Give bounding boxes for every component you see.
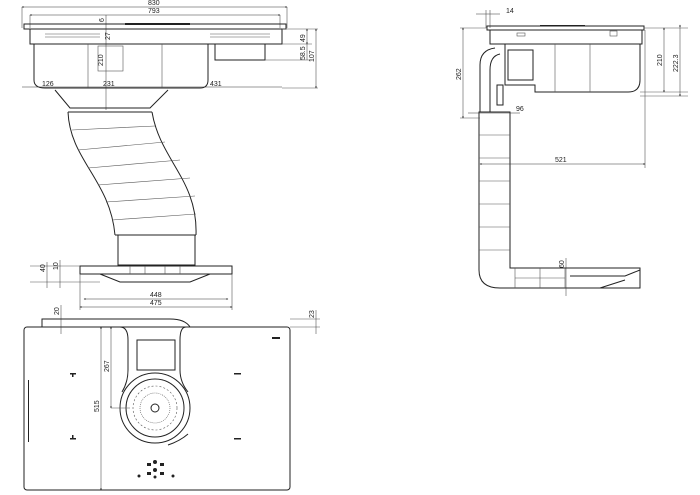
side-view: 14 262 96 521 210 222.3 60 bbox=[456, 8, 688, 296]
dim-210: 210 bbox=[98, 54, 105, 66]
base-plate bbox=[79, 265, 233, 275]
dim-431: 431 bbox=[210, 81, 222, 88]
dim-830: 830 bbox=[148, 0, 160, 7]
side-box bbox=[214, 43, 266, 61]
front-view: 830 793 6 27 210 126 231 431 49 58.5 107 bbox=[21, 0, 318, 310]
dim-49: 49 bbox=[300, 34, 307, 42]
duct-cylinder bbox=[117, 234, 196, 266]
dim-96: 96 bbox=[516, 106, 524, 113]
dim-10: 10 bbox=[53, 262, 60, 270]
dim-515: 515 bbox=[94, 400, 101, 412]
motor-housing bbox=[33, 44, 209, 89]
dim-222-3: 222.3 bbox=[673, 54, 680, 72]
side-hob-body bbox=[489, 29, 643, 45]
dim-14: 14 bbox=[506, 8, 514, 15]
dim-60: 60 bbox=[559, 260, 566, 268]
dim-20: 20 bbox=[54, 307, 61, 315]
neck bbox=[54, 89, 169, 109]
cooking-zone-divider bbox=[119, 326, 189, 393]
touch-controls bbox=[137, 460, 175, 479]
extractor-fan bbox=[119, 372, 191, 444]
side-duct-bend bbox=[479, 47, 501, 112]
back-strip bbox=[41, 318, 191, 328]
dim-210-side: 210 bbox=[657, 54, 664, 66]
dim-23: 23 bbox=[309, 310, 316, 318]
dim-793: 793 bbox=[148, 8, 160, 15]
dim-126: 126 bbox=[42, 81, 54, 88]
dim-27: 27 bbox=[105, 32, 112, 40]
dim-267: 267 bbox=[104, 360, 111, 372]
dim-262: 262 bbox=[456, 68, 463, 80]
dim-58-5: 58.5 bbox=[300, 46, 307, 60]
top-view: 20 23 515 267 bbox=[23, 305, 320, 491]
dim-107: 107 bbox=[309, 50, 316, 62]
side-hob-glass bbox=[486, 25, 645, 31]
hob-top bbox=[23, 326, 291, 491]
side-motor bbox=[504, 44, 641, 93]
dim-231: 231 bbox=[103, 81, 115, 88]
dim-40: 40 bbox=[40, 264, 47, 272]
dim-448: 448 bbox=[150, 292, 162, 299]
dim-475: 475 bbox=[150, 300, 162, 307]
dim-521: 521 bbox=[555, 157, 567, 164]
dim-6: 6 bbox=[99, 18, 106, 22]
flexible-duct bbox=[67, 111, 197, 236]
control-window bbox=[136, 339, 176, 371]
hob-body bbox=[29, 28, 283, 45]
